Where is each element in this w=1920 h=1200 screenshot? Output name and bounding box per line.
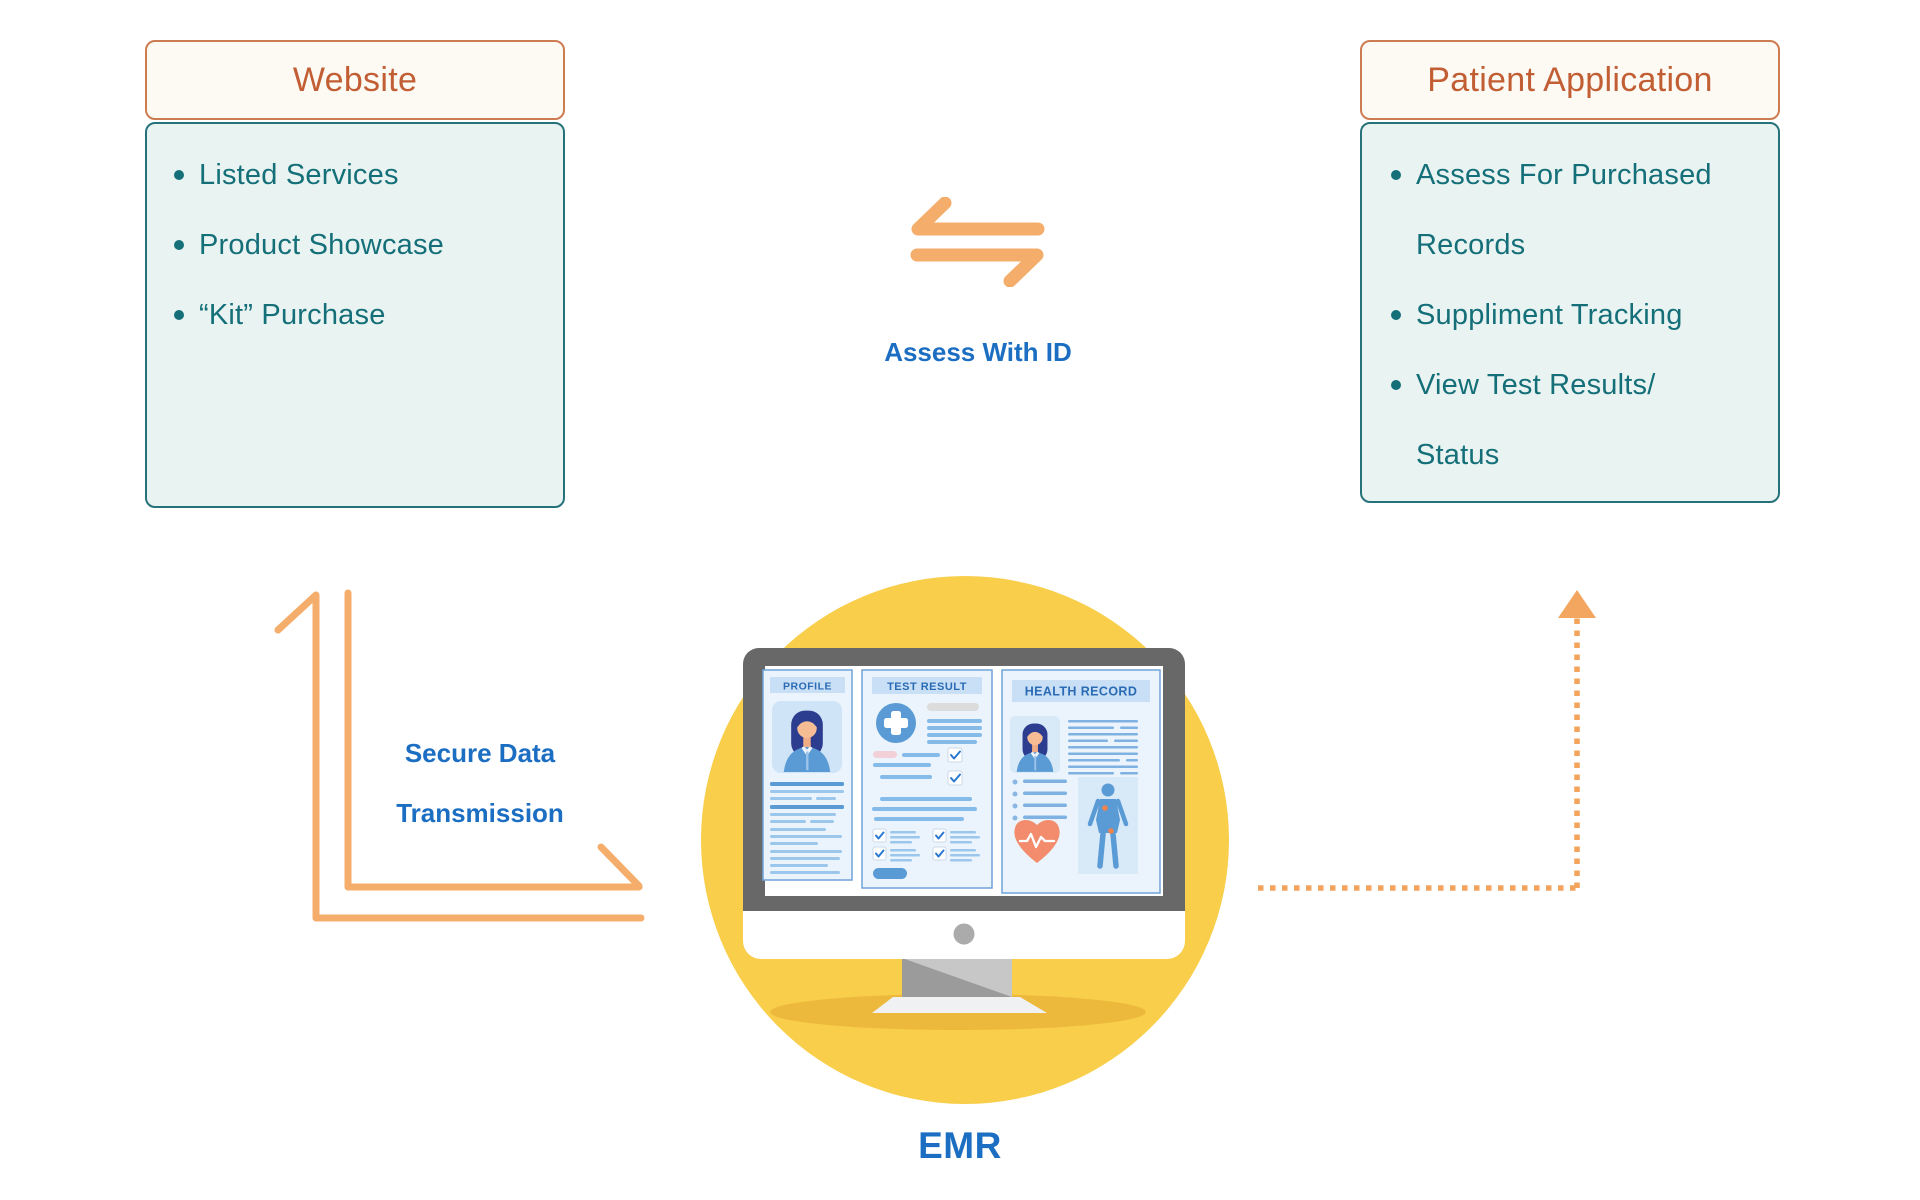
secure-data-transmission-label: Secure Data Transmission: [396, 738, 564, 828]
screen-panel-health-record: HEALTH RECORD: [1001, 669, 1161, 894]
website-title: Website: [292, 60, 418, 99]
list-item: Listed Services: [172, 140, 524, 210]
website-card-body: [145, 122, 565, 508]
heartbeat-icon: [1014, 819, 1060, 863]
test-result-panel-title: TEST RESULT: [887, 681, 967, 693]
patient-application-card-body: [1360, 122, 1780, 503]
list-item-label: Product Showcase: [199, 229, 444, 261]
list-item-label: Suppliment Tracking: [1416, 299, 1683, 331]
emr-illustration: PROFILE TEST RESULT: [701, 576, 1229, 1104]
health-record-panel-title: HEALTH RECORD: [1025, 685, 1138, 699]
secure-transmission-arrows: [274, 589, 645, 922]
patient-application-card-header: Patient Application: [1360, 40, 1780, 120]
checklist-grid: [872, 828, 980, 862]
emr-to-patient-app-dotted-arrow: [1258, 590, 1596, 891]
screen-panel-test-result: TEST RESULT: [861, 669, 993, 889]
monitor-stand: [872, 958, 1047, 1013]
patient-application-feature-list: Assess For Purchased Records Suppliment …: [1389, 140, 1724, 490]
list-item: View Test Results/ Status: [1389, 350, 1724, 490]
list-item: Suppliment Tracking: [1389, 280, 1724, 350]
list-item-label: View Test Results/ Status: [1416, 369, 1656, 471]
list-item: “Kit” Purchase: [172, 280, 524, 350]
profile-panel-title: PROFILE: [783, 681, 832, 693]
emr-label: EMR: [918, 1125, 1002, 1166]
website-feature-list: Listed Services Product Showcase “Kit” P…: [172, 140, 524, 350]
exchange-arrows-icon: [910, 197, 1045, 287]
camera-dot-icon: [953, 923, 975, 945]
website-card-header: Website: [145, 40, 565, 120]
list-item-label: Listed Services: [199, 159, 399, 191]
arrowhead-up-icon: [1558, 590, 1596, 618]
action-pill-button: [873, 868, 907, 879]
list-item: Product Showcase: [172, 210, 524, 280]
patient-application-title: Patient Application: [1427, 60, 1713, 99]
bullet-lines: [1012, 779, 1067, 821]
assess-with-id-label: Assess With ID: [884, 337, 1072, 367]
list-item: Assess For Purchased Records: [1389, 140, 1724, 280]
list-item-label: Assess For Purchased Records: [1416, 159, 1712, 261]
screen-panel-profile: PROFILE: [762, 669, 853, 881]
body-silhouette: [1078, 777, 1138, 874]
list-item-label: “Kit” Purchase: [199, 299, 386, 331]
